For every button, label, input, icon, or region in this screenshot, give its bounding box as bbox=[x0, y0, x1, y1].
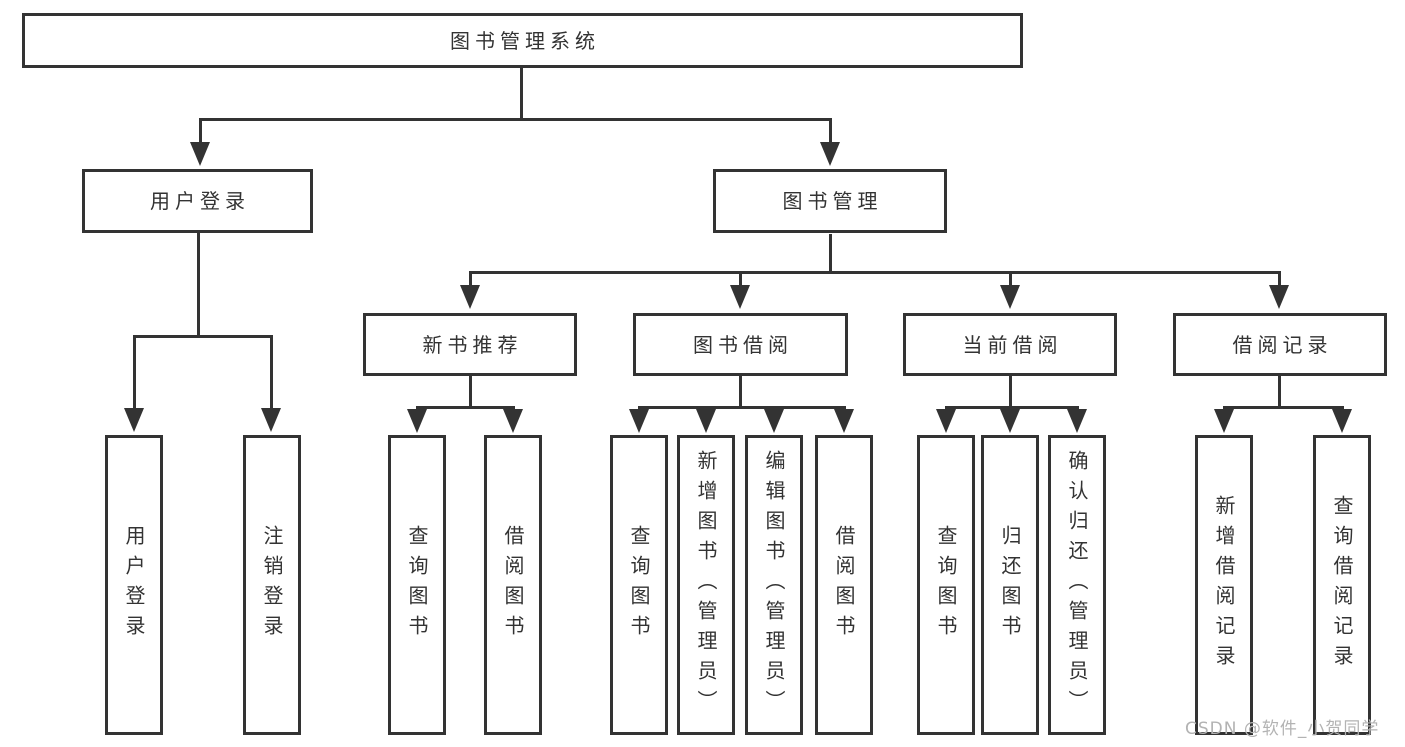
connector-line bbox=[199, 118, 831, 121]
connector-line bbox=[416, 406, 515, 409]
connector-line bbox=[739, 376, 742, 409]
leaf-add-borrow-record: 新增借阅记录 bbox=[1195, 435, 1253, 735]
connector-line bbox=[1278, 271, 1281, 286]
arrow-down bbox=[1332, 409, 1352, 433]
connector-line bbox=[1009, 271, 1012, 286]
node-book-management: 图书管理 bbox=[713, 169, 947, 233]
arrow-down bbox=[190, 142, 210, 166]
node-new-book-recommendation: 新书推荐 bbox=[363, 313, 577, 376]
arrow-down bbox=[460, 285, 480, 309]
connector-line bbox=[1278, 376, 1281, 409]
arrow-down bbox=[1214, 409, 1234, 433]
arrow-down bbox=[124, 408, 144, 432]
connector-line bbox=[469, 271, 472, 286]
leaf-query-borrow-record: 查询借阅记录 bbox=[1313, 435, 1371, 735]
connector-line bbox=[1223, 406, 1344, 409]
connector-line bbox=[638, 406, 846, 409]
leaf-add-book-admin: 新增图书（管理员） bbox=[677, 435, 735, 735]
node-library-management-system: 图书管理系统 bbox=[22, 13, 1023, 68]
arrow-down bbox=[1000, 409, 1020, 433]
node-borrowing-records: 借阅记录 bbox=[1173, 313, 1387, 376]
arrow-down bbox=[407, 409, 427, 433]
leaf-query-books-recommend: 查询图书 bbox=[388, 435, 446, 735]
leaf-borrow-books-recommend: 借阅图书 bbox=[484, 435, 542, 735]
arrow-down bbox=[1000, 285, 1020, 309]
node-current-borrowing: 当前借阅 bbox=[903, 313, 1117, 376]
arrow-down bbox=[834, 409, 854, 433]
leaf-borrow-books: 借阅图书 bbox=[815, 435, 873, 735]
connector-line bbox=[945, 406, 1079, 409]
arrow-down bbox=[1269, 285, 1289, 309]
arrow-down bbox=[730, 285, 750, 309]
arrow-down bbox=[503, 409, 523, 433]
connector-line bbox=[469, 376, 472, 409]
connector-line bbox=[133, 335, 273, 338]
leaf-query-books-borrow: 查询图书 bbox=[610, 435, 668, 735]
connector-line bbox=[197, 233, 200, 338]
leaf-return-book: 归还图书 bbox=[981, 435, 1039, 735]
leaf-user-login: 用户登录 bbox=[105, 435, 163, 735]
connector-line bbox=[520, 68, 523, 118]
node-book-borrowing: 图书借阅 bbox=[633, 313, 848, 376]
arrow-down bbox=[629, 409, 649, 433]
leaf-edit-book-admin: 编辑图书（管理员） bbox=[745, 435, 803, 735]
connector-line bbox=[739, 271, 742, 286]
arrow-down bbox=[1067, 409, 1087, 433]
connector-line bbox=[829, 234, 832, 272]
connector-line bbox=[469, 271, 1281, 274]
connector-line bbox=[829, 118, 832, 144]
arrow-down bbox=[696, 409, 716, 433]
leaf-logout: 注销登录 bbox=[243, 435, 301, 735]
connector-line bbox=[270, 335, 273, 409]
node-user-login: 用户登录 bbox=[82, 169, 313, 233]
leaf-confirm-return-admin: 确认归还（管理员） bbox=[1048, 435, 1106, 735]
csdn-watermark: CSDN @软件_小贺同学 bbox=[1185, 719, 1380, 739]
leaf-query-books-current: 查询图书 bbox=[917, 435, 975, 735]
arrow-down bbox=[764, 409, 784, 433]
arrow-down bbox=[820, 142, 840, 166]
connector-line bbox=[1009, 376, 1012, 409]
connector-line bbox=[199, 118, 202, 144]
connector-line bbox=[133, 335, 136, 409]
arrow-down bbox=[261, 408, 281, 432]
arrow-down bbox=[936, 409, 956, 433]
